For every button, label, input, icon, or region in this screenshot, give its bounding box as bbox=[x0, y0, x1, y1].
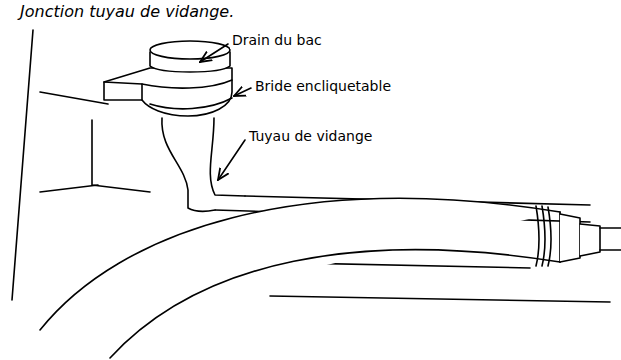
hose-clamp bbox=[548, 207, 551, 266]
hose-connector bbox=[560, 214, 580, 262]
snap-clamp bbox=[104, 82, 142, 100]
tub-line bbox=[270, 296, 610, 302]
snap-clamp bbox=[104, 68, 232, 116]
drain-hose bbox=[40, 198, 560, 330]
snap-clamp bbox=[142, 80, 232, 88]
leader-line bbox=[218, 140, 245, 180]
hose-connector bbox=[580, 224, 600, 256]
drain-neck bbox=[162, 118, 215, 211]
part-label: Bride encliquetable bbox=[253, 78, 393, 95]
drain-hose bbox=[110, 250, 560, 358]
part-label: Tuyau de vidange bbox=[247, 128, 374, 145]
tub-line bbox=[40, 185, 98, 192]
caption-note: Jonction tuyau de vidange. bbox=[18, 2, 236, 21]
leader-line bbox=[200, 44, 228, 62]
leader-line bbox=[234, 88, 251, 96]
drain-neck bbox=[210, 118, 245, 196]
hose-clamp bbox=[542, 206, 545, 266]
tub-line bbox=[40, 92, 108, 104]
hose-clamp bbox=[536, 206, 539, 266]
cabinet-edge bbox=[12, 30, 33, 300]
snap-clamp bbox=[150, 98, 232, 109]
tub-line bbox=[92, 120, 150, 192]
part-label: Drain du bac bbox=[230, 32, 324, 49]
pipe bbox=[600, 228, 621, 250]
